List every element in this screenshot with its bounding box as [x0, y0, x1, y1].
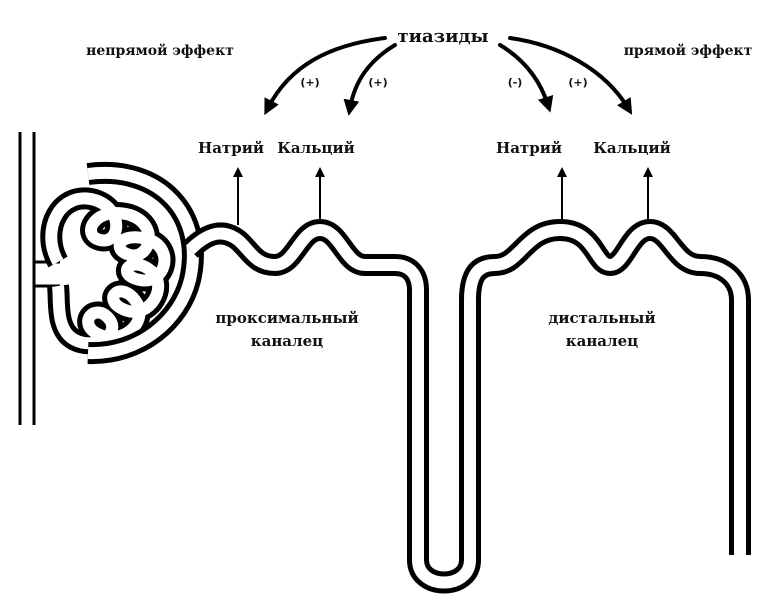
afferent-vessel — [18, 132, 60, 425]
left-calcium-sign: (+) — [368, 76, 387, 89]
glomerulus — [40, 187, 176, 355]
distal-tubule-label-line2: каналец — [566, 332, 638, 350]
indirect-sodium-arrow — [264, 36, 387, 116]
thiazide-effect-arrows — [264, 36, 633, 116]
nephron-tubule — [86, 161, 751, 594]
right-calcium-sign: (+) — [568, 76, 587, 89]
direct-sodium-arrow — [498, 43, 554, 113]
indirect-effect-label: непрямой эффект — [86, 42, 234, 59]
right-calcium-label: Кальций — [593, 139, 670, 157]
right-sodium-label: Натрий — [496, 139, 562, 157]
thiazides-label: тиазиды — [397, 26, 488, 47]
distal-tubule-label-line1: дистальный — [548, 309, 655, 327]
reabsorption-arrows — [233, 167, 653, 225]
direct-calcium-arrow — [508, 36, 633, 115]
direct-effect-label: прямой эффект — [624, 42, 753, 59]
left-sodium-sign: (+) — [300, 76, 319, 89]
proximal-tubule-label-line1: проксимальный — [215, 309, 358, 327]
left-sodium-label: Натрий — [198, 139, 264, 157]
indirect-calcium-arrow — [343, 43, 397, 116]
proximal-tubule-label-line2: каналец — [251, 332, 323, 350]
left-calcium-label: Кальций — [277, 139, 354, 157]
right-sodium-sign: (-) — [508, 76, 523, 89]
